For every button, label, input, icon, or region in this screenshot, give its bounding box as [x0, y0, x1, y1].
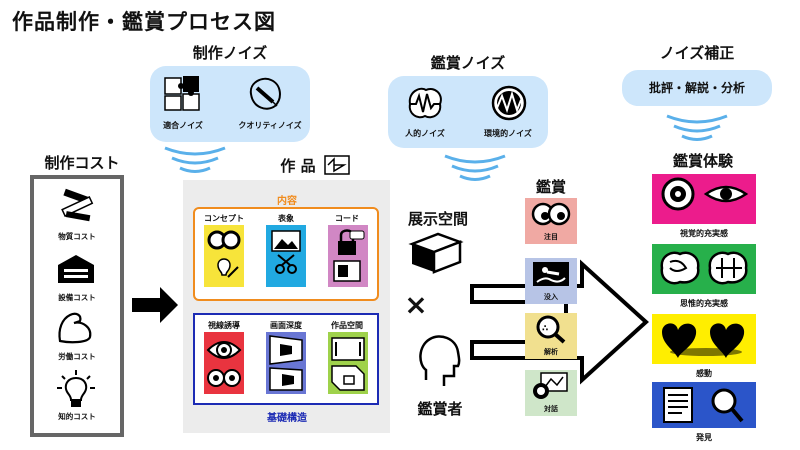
- emotion-icon: [662, 323, 745, 358]
- experience-discovery: [652, 382, 756, 428]
- appreciation-noise-label-1: 人的ノイズ: [405, 129, 445, 138]
- stage-attention: 注目: [525, 198, 577, 244]
- work-title: 作 品: [280, 157, 316, 175]
- structure-tile-label-gaze: 視線誘導: [208, 321, 240, 330]
- content-tile-label-code: コード: [335, 214, 359, 223]
- production-cost-box: 物質コスト 設備コスト 労働コスト 知的コスト: [30, 175, 124, 437]
- appreciation-title: 鑑賞: [535, 178, 566, 196]
- svg-text:∴: ∴: [542, 324, 548, 334]
- discovery-icon: [663, 387, 744, 423]
- appreciation-noise-title: 鑑賞ノイズ: [430, 54, 506, 72]
- structure-title: 基礎構造: [267, 413, 307, 424]
- structure-tile-label-depth: 画面深度: [270, 321, 302, 330]
- brain-wave-icon: [408, 87, 442, 119]
- production-noise-label-1: 適合ノイズ: [163, 121, 203, 130]
- experience-intellectual: [652, 244, 756, 294]
- code-tile-icon: [328, 225, 368, 287]
- production-cost-title: 制作コスト: [44, 154, 120, 172]
- content-tile-label-concept: コンセプト: [204, 214, 244, 223]
- beams-icon: [61, 188, 94, 222]
- production-noise-title: 制作ノイズ: [192, 44, 268, 62]
- zigzag-circle-icon: [491, 85, 527, 121]
- eyes-icon: [531, 202, 571, 226]
- visual-satisfaction-icon: [661, 177, 749, 211]
- production-noise-bubble: 適合ノイズ クオリティノイズ: [150, 66, 310, 142]
- scribble-icon: [249, 77, 281, 110]
- noise-correction-title: ノイズ補正: [659, 44, 735, 62]
- noise-correction-bubble: 批評・解説・分析: [622, 70, 772, 106]
- experience-label-visual: 視覚的充実感: [680, 229, 728, 238]
- appreciation-noise-label-2: 環境的ノイズ: [484, 129, 532, 138]
- stage-label-attention: 注目: [544, 233, 558, 241]
- signal-waves-correction: [666, 114, 728, 141]
- production-noise-label-2: クオリティノイズ: [238, 121, 302, 130]
- stage-label-immersion: 没入: [544, 293, 558, 301]
- diver-icon: [533, 262, 569, 286]
- experience-title: 鑑賞体験: [672, 152, 733, 170]
- brain-icon: [660, 251, 748, 285]
- stage-immersion: 没入: [525, 258, 577, 304]
- stage-label-dialogue: 対話: [544, 405, 558, 413]
- screen-depth-tile-icon: [266, 332, 306, 394]
- cost-label-labor: 労働コスト: [58, 352, 96, 361]
- puzzle-icon: [164, 76, 200, 111]
- gaze-guidance-tile-icon: [204, 332, 244, 394]
- magnifier-icon: ∴: [536, 315, 566, 344]
- artwork-frame-icon: [324, 155, 350, 175]
- page-title: 作品制作・鑑賞プロセス図: [12, 10, 276, 34]
- experience-label-intellectual: 思惟的充実感: [680, 299, 728, 308]
- lightbulb-icon: [57, 370, 95, 407]
- experience-emotion: [652, 314, 756, 364]
- building-icon: [58, 255, 94, 283]
- cost-label-material: 物質コスト: [58, 232, 96, 241]
- experience-label-emotion: 感動: [696, 369, 712, 378]
- dialogue-icon: [533, 372, 568, 399]
- exhibition-box-icon: [408, 232, 464, 274]
- content-tile-label-representation: 表象: [278, 214, 294, 223]
- work-space-tile-icon: [328, 332, 368, 394]
- signal-waves-appreciation: [444, 154, 506, 181]
- stage-analysis: ∴ 解析: [525, 313, 577, 359]
- content-title: 内容: [277, 196, 297, 207]
- signal-waves-production: [164, 146, 226, 173]
- viewer-head-icon: [419, 335, 461, 386]
- concept-tile-icon: [204, 225, 244, 287]
- experience-label-discovery: 発見: [696, 433, 712, 442]
- cost-label-intellectual: 知的コスト: [58, 412, 96, 421]
- stage-label-analysis: 解析: [544, 348, 558, 356]
- cost-label-equipment: 設備コスト: [58, 293, 96, 302]
- arrow-cost-to-work-icon: [132, 287, 178, 323]
- noise-correction-text: 批評・解説・分析: [648, 81, 745, 95]
- appreciation-noise-bubble: 人的ノイズ 環境的ノイズ: [388, 76, 548, 148]
- arm-icon: [58, 312, 92, 344]
- representation-tile-icon: [266, 225, 306, 287]
- structure-tile-label-space: 作品空間: [331, 321, 363, 330]
- cross-symbol: ×: [404, 288, 428, 321]
- viewer-label: 鑑賞者: [417, 400, 463, 418]
- experience-visual: [652, 174, 756, 224]
- work-panel: 内容 コンセプト 表象 コード: [183, 180, 390, 433]
- stage-dialogue: 対話: [525, 370, 577, 416]
- exhibition-space-label: 展示空間: [407, 210, 468, 228]
